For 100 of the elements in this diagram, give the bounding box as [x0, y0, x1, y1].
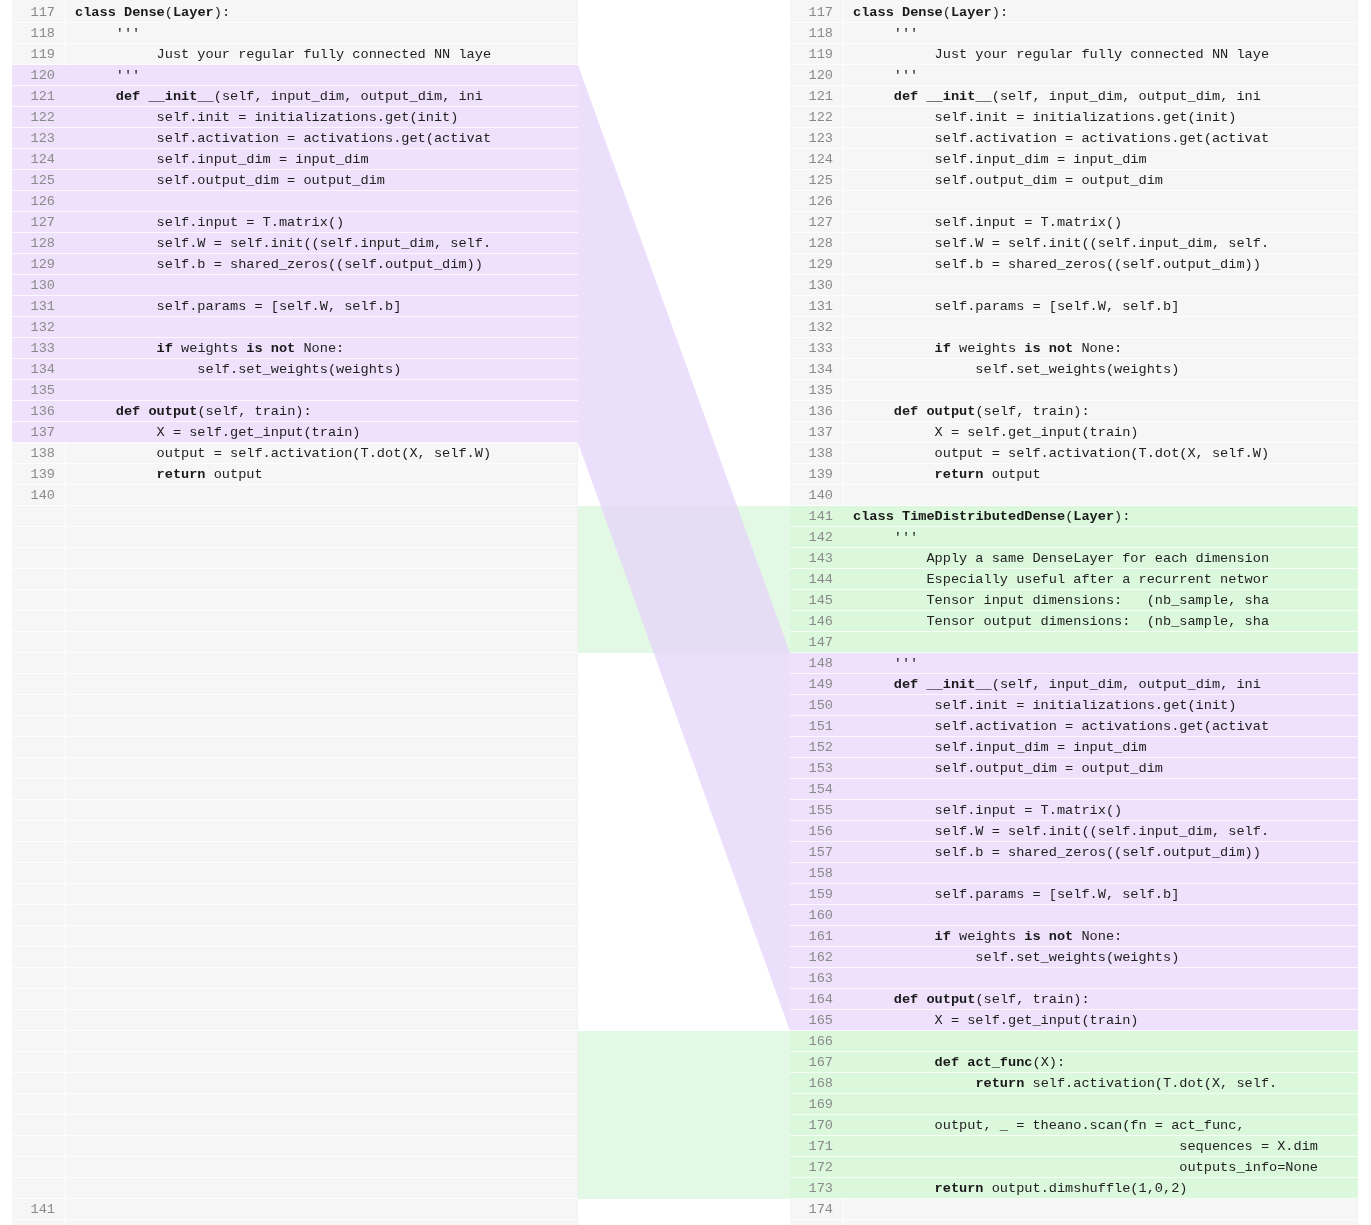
line-number: 159: [807, 886, 833, 903]
line-number: 140: [807, 487, 833, 504]
line-number: 132: [807, 319, 833, 336]
line-number: 135: [29, 382, 55, 399]
code-line: def __init__(self, input_dim, output_dim, ini: [114, 88, 483, 105]
code-line: self.init = initializations.get(init): [155, 109, 459, 126]
line-number: 123: [29, 130, 55, 147]
line-number: 128: [29, 235, 55, 252]
code-line: def __init__(self, input_dim, output_dim, ini: [892, 88, 1261, 105]
line-number: 162: [807, 949, 833, 966]
line-number: 137: [29, 424, 55, 441]
line-number: 138: [807, 445, 833, 462]
line-number: 129: [807, 256, 833, 273]
line-number: 171: [807, 1138, 833, 1155]
line-number: 145: [807, 592, 833, 609]
code-line: self.set_weights(weights): [974, 361, 1180, 378]
code-line: def output(self, train):: [892, 991, 1090, 1008]
line-number: 172: [807, 1159, 833, 1176]
line-number: 148: [807, 655, 833, 672]
code-line: self.b = shared_zeros((self.output_dim)): [933, 844, 1261, 861]
code-line: ''': [892, 655, 919, 672]
code-line: self.W = self.init((self.input_dim, self.: [933, 235, 1270, 252]
code-line: X = self.get_input(train): [155, 424, 361, 441]
line-number: 136: [29, 403, 55, 420]
code-line: self.activation = activations.get(activat: [933, 130, 1270, 147]
line-number: 150: [807, 697, 833, 714]
code-line: ''': [892, 67, 919, 84]
line-number: 134: [807, 361, 833, 378]
code-line: def output(self, train):: [892, 403, 1090, 420]
line-number: 144: [807, 571, 833, 588]
line-number: 173: [807, 1180, 833, 1197]
code-line: def __init__(self, input_dim, output_dim, ini: [892, 676, 1261, 693]
line-number: 135: [807, 382, 833, 399]
line-number: 149: [807, 676, 833, 693]
line-number: 138: [29, 445, 55, 462]
code-line: self.params = [self.W, self.b]: [155, 298, 402, 315]
line-number: 143: [807, 550, 833, 567]
code-line: self.set_weights(weights): [974, 949, 1180, 966]
code-line: ''': [892, 529, 919, 546]
code-line: self.params = [self.W, self.b]: [933, 298, 1180, 315]
line-number: 139: [29, 466, 55, 483]
line-number: 126: [807, 193, 833, 210]
line-number: 174: [807, 1201, 833, 1218]
line-number: 131: [29, 298, 55, 315]
code-line: class TimeDistributedDense(Layer):: [853, 508, 1131, 525]
line-number: 152: [807, 739, 833, 756]
line-number: 158: [807, 865, 833, 882]
line-number: 119: [29, 46, 55, 63]
line-number: 132: [29, 319, 55, 336]
changed-code-block: [790, 653, 1358, 1031]
code-line: self.b = shared_zeros((self.output_dim)): [933, 256, 1261, 273]
line-number: 139: [807, 466, 833, 483]
code-line: output = self.activation(T.dot(X, self.W): [155, 445, 492, 462]
code-line: Especially useful after a recurrent networ: [925, 571, 1270, 588]
connector-ribbon: [578, 65, 790, 1031]
code-line: sequences = X.dim: [1178, 1138, 1318, 1155]
line-number: 160: [807, 907, 833, 924]
line-number: 118: [807, 25, 833, 42]
line-number: 121: [807, 88, 833, 105]
line-number: 169: [807, 1096, 833, 1113]
line-number: 127: [807, 214, 833, 231]
line-number: 124: [29, 151, 55, 168]
code-line: if weights is not None:: [155, 340, 345, 357]
code-line: ''': [114, 67, 141, 84]
code-line: self.W = self.init((self.input_dim, self.: [933, 823, 1270, 840]
code-line: self.set_weights(weights): [196, 361, 402, 378]
line-number: 128: [807, 235, 833, 252]
code-line: self.init = initializations.get(init): [933, 109, 1237, 126]
line-number: 167: [807, 1054, 833, 1071]
code-line: ''': [892, 25, 919, 42]
line-number: 140: [29, 487, 55, 504]
line-number: 120: [29, 67, 55, 84]
line-number: 126: [29, 193, 55, 210]
code-line: def output(self, train):: [114, 403, 312, 420]
line-number: 141: [807, 508, 833, 525]
code-line: self.input = T.matrix(): [933, 802, 1123, 819]
code-line: class Dense(Layer):: [853, 4, 1009, 21]
line-number: 146: [807, 613, 833, 630]
line-number: 131: [807, 298, 833, 315]
line-number: 129: [29, 256, 55, 273]
line-number: 122: [29, 109, 55, 126]
line-number: 168: [807, 1075, 833, 1092]
code-line: Just your regular fully connected NN laye: [155, 46, 492, 63]
code-line: def act_func(X):: [933, 1054, 1066, 1071]
code-line: output = self.activation(T.dot(X, self.W): [933, 445, 1270, 462]
code-line: self.init = initializations.get(init): [933, 697, 1237, 714]
line-number: 125: [807, 172, 833, 189]
code-line: Tensor input dimensions: (nb_sample, sha: [925, 592, 1270, 609]
code-line: self.input_dim = input_dim: [155, 151, 369, 168]
code-line: outputs_info=None: [1178, 1159, 1318, 1176]
line-number: 165: [807, 1012, 833, 1029]
line-number: 119: [807, 46, 833, 63]
code-line: Tensor output dimensions: (nb_sample, sha: [925, 613, 1270, 630]
line-number: 166: [807, 1033, 833, 1050]
code-line: if weights is not None:: [933, 340, 1123, 357]
line-number: 133: [29, 340, 55, 357]
code-line: self.W = self.init((self.input_dim, self.: [155, 235, 492, 252]
line-number: 153: [807, 760, 833, 777]
code-line: return output.dimshuffle(1,0,2): [933, 1180, 1188, 1197]
line-number: 161: [807, 928, 833, 945]
